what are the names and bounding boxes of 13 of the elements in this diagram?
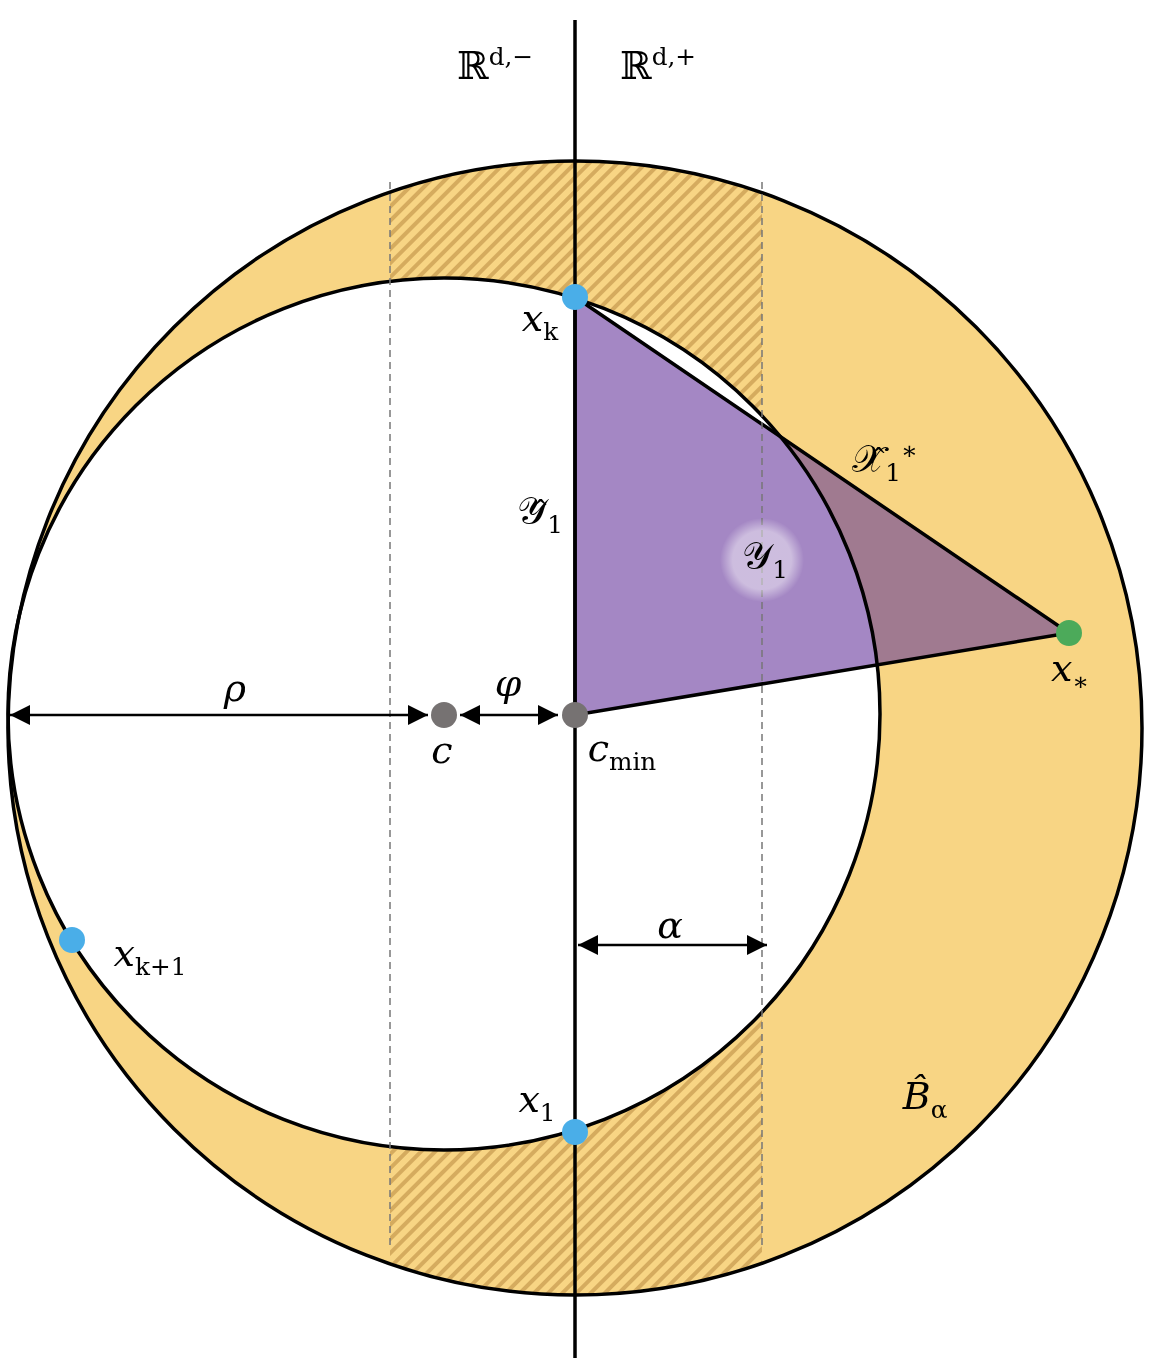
- math-label: x$_{∗}$: [1050, 649, 1090, 695]
- math-label: x$_{k}$: [521, 299, 559, 345]
- math-label: ρ: [223, 669, 247, 707]
- math-label: c: [431, 731, 453, 769]
- math-label: 𝒴$_{1}$: [742, 537, 788, 583]
- math-label: α: [657, 906, 683, 944]
- math-label: c$_{min}$: [587, 729, 657, 775]
- math-label: ℝ$^{d,+}$: [620, 45, 696, 85]
- math-label: φ: [494, 664, 522, 702]
- math-label: x$_{k+1}$: [113, 934, 187, 980]
- math-label: ℝ$^{d,−}$: [457, 45, 533, 85]
- math-label: x$_{1}$: [518, 1080, 556, 1126]
- math-label: 𝒴̂$_{1}$: [517, 492, 563, 538]
